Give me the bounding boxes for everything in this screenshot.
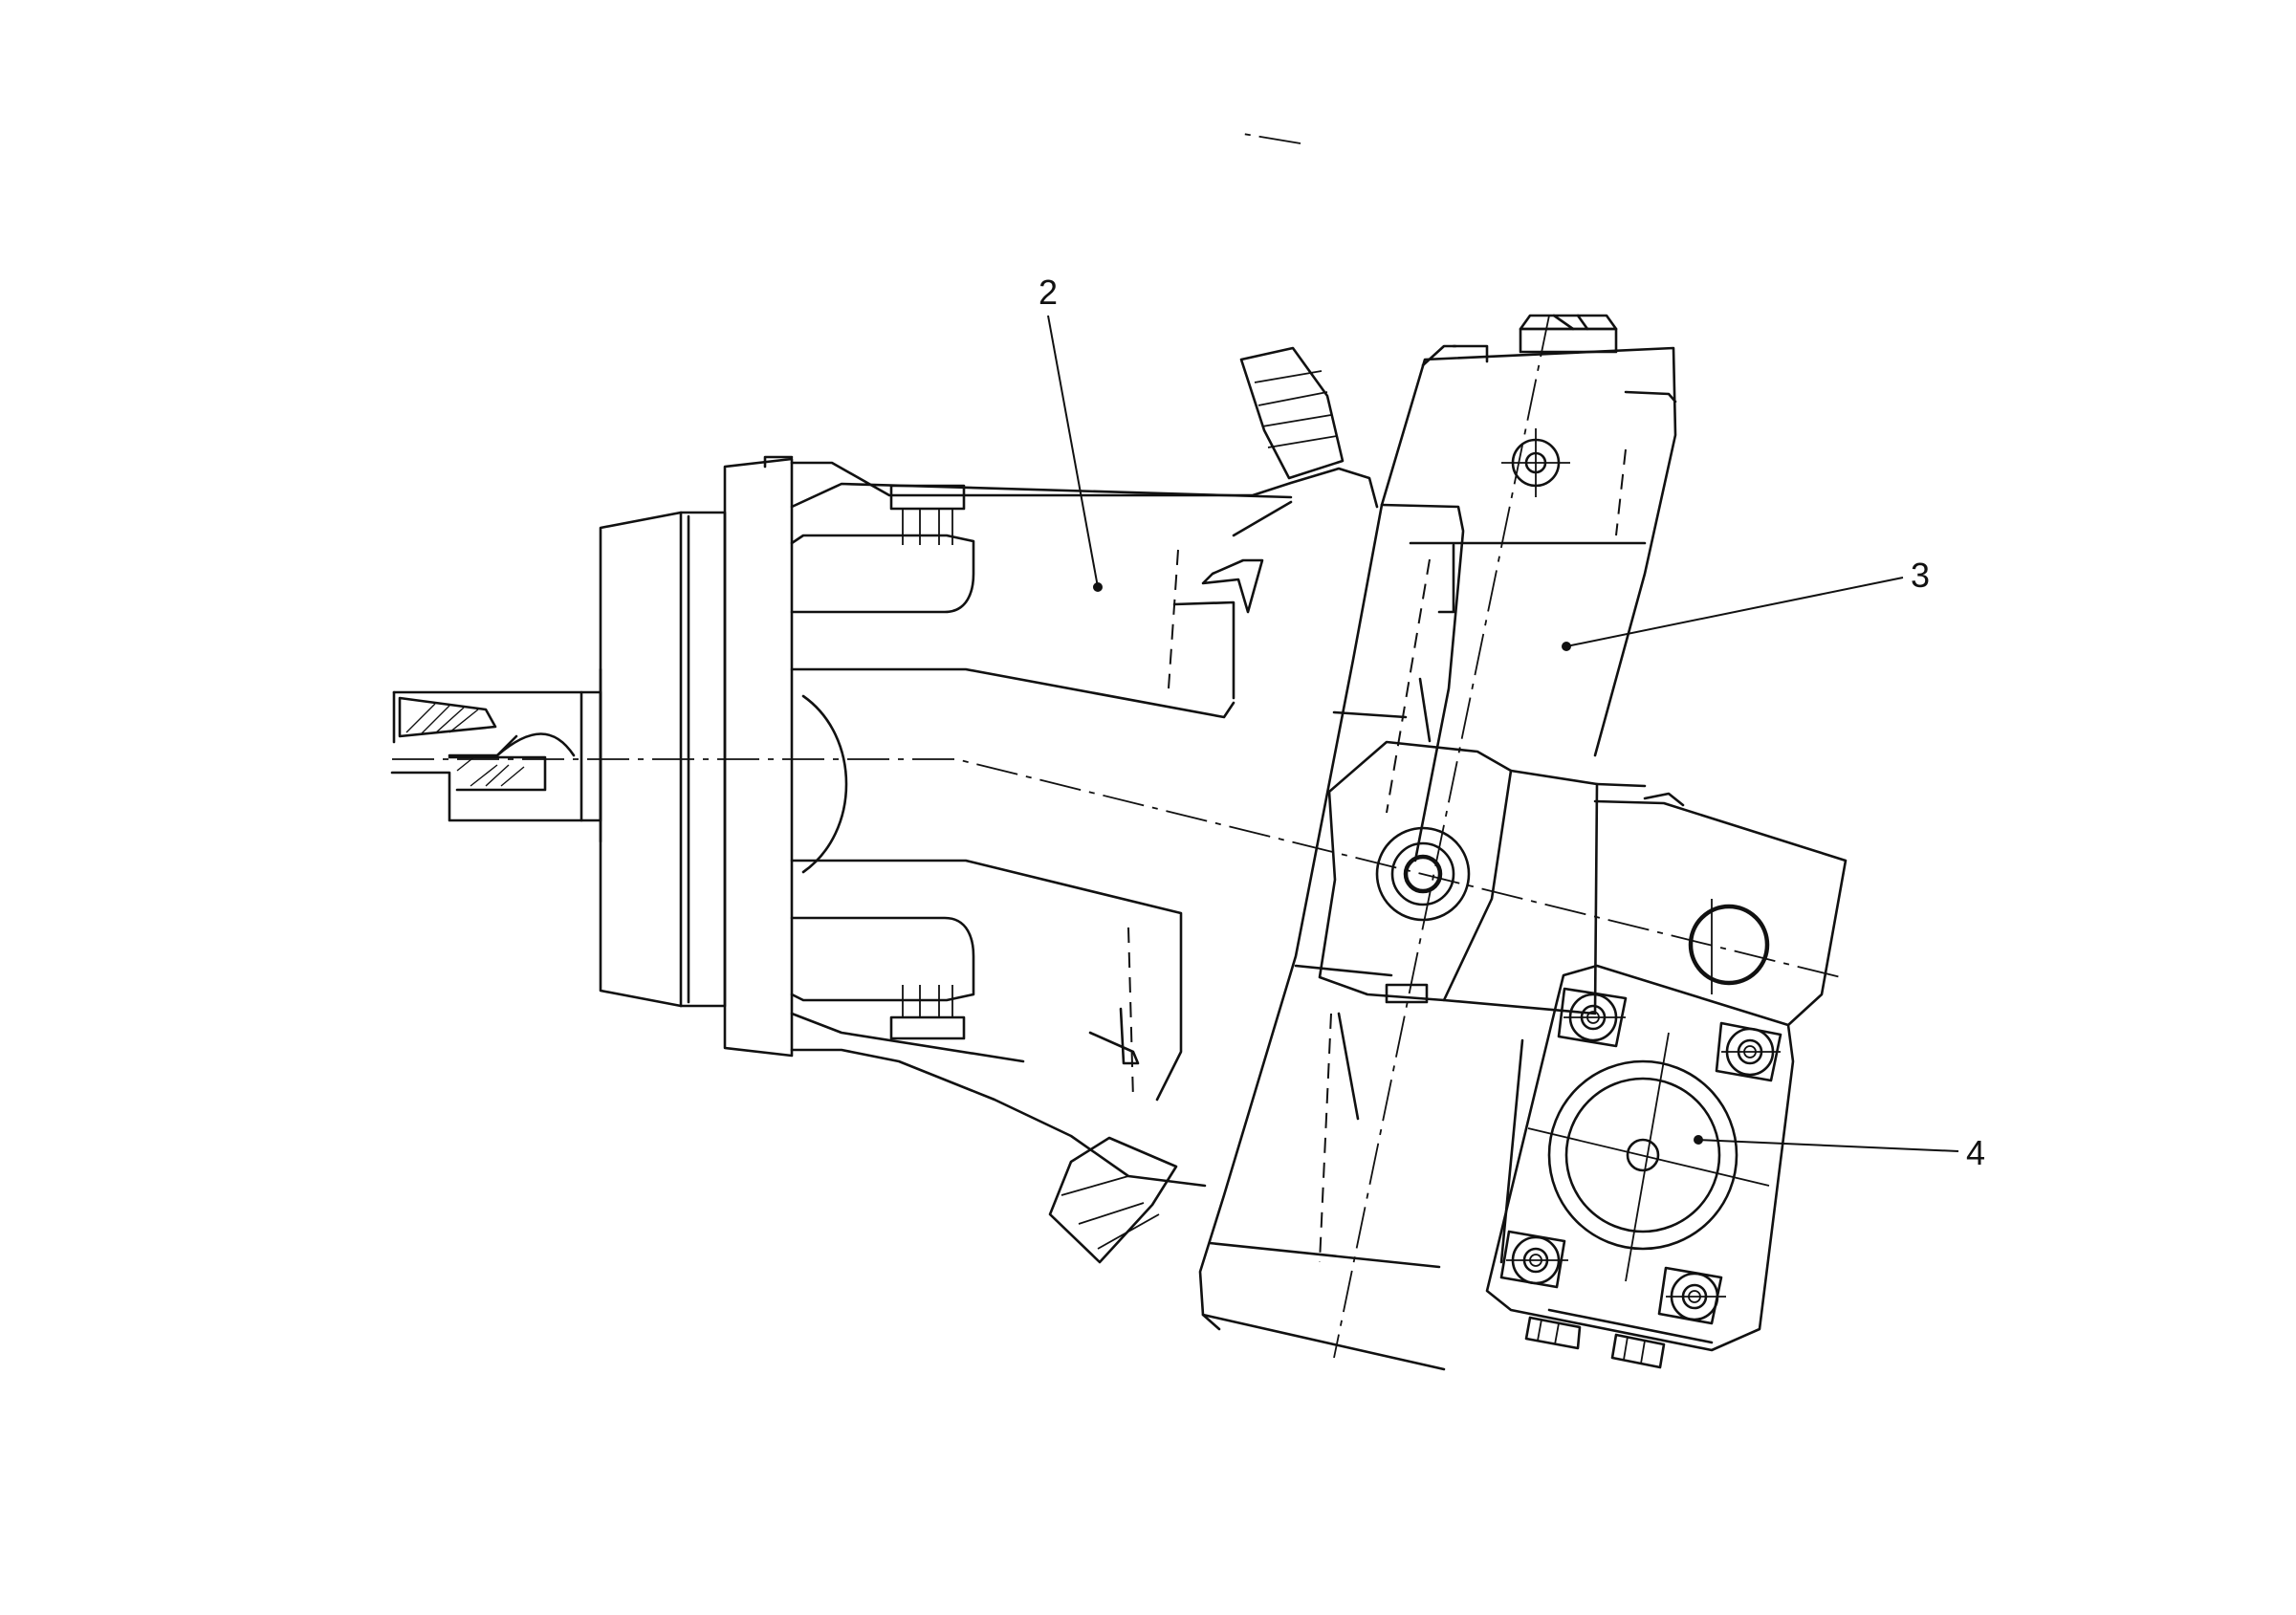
leader-2: [1047, 315, 1099, 588]
leader-4: [1697, 1139, 1959, 1152]
center-lines: [392, 133, 1842, 1359]
callout-label-3: 3: [1911, 556, 1930, 595]
callout-label-2: 2: [1039, 273, 1058, 312]
output-shaft: [390, 690, 602, 822]
callout-label-4: 4: [1966, 1133, 1985, 1172]
callout-leaders: [1047, 315, 1959, 1152]
front-flange: [599, 455, 794, 1058]
central-boss: [1318, 740, 1647, 1015]
cover-part-3: [1198, 314, 1677, 1371]
housing-part-2: [790, 346, 1379, 1264]
control-block-part-4: [1485, 792, 1848, 1369]
leader-3: [1565, 577, 1904, 647]
